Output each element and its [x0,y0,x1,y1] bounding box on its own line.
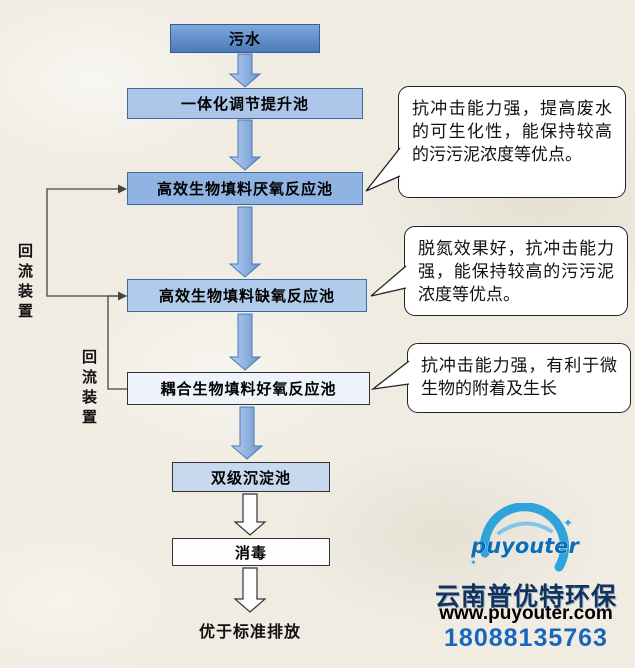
reflux-arrowheads [118,184,127,301]
node-disinfection: 消毒 [172,538,330,566]
callout-anaerobic-note: 抗冲击能力强，提高废水的可生化性，能保持较高的污污泥浓度等优点。 [398,86,626,198]
down-arrow-icon [228,313,262,371]
down-arrow-outline-icon [233,493,267,536]
callout-tail [370,360,410,390]
reflux-line [46,188,127,297]
callout-tail [370,265,407,297]
node-wastewater: 污水 [170,24,320,53]
reflux-label: 回流装置 [16,243,33,323]
callout-tail [365,147,401,192]
sparkle-icon: ✦ [470,558,477,567]
reflux-label: 回流装置 [80,349,97,429]
callout-anoxic-note: 脱氮效果好，抗冲击能力强，能保持较高的污污泥浓度等优点。 [404,226,628,316]
sparkle-icon: ✦ [563,516,573,530]
website-url: www.puyouter.com [439,603,613,624]
logo-wordmark: puyouter [470,534,580,558]
right-arrowhead-icon [118,291,127,301]
node-anoxic-tank: 高效生物填料缺氧反应池 [127,279,367,312]
reflux-line [107,295,127,390]
right-arrowhead-icon [118,184,127,194]
node-outflow-label: 优于标准排放 [198,624,301,641]
callout-aerobic-note: 抗冲击能力强，有利于微生物的附着及生长 [407,343,631,413]
down-arrow-outline-icon [233,567,267,613]
node-aerobic-tank: 耦合生物填料好氧反应池 [127,372,370,405]
node-anaerobic-tank: 高效生物填料厌氧反应池 [127,172,363,205]
node-settling-tank: 双级沉淀池 [172,462,330,492]
down-arrow-icon [230,406,264,460]
logo-swoosh-icon [480,503,569,572]
logo-inner-swoosh-icon [497,521,553,535]
down-arrow-icon [228,206,262,278]
down-arrow-icon [228,53,262,88]
company-name: 云南普优特环保 [434,583,617,611]
puyouter-logo: puyouter ✦ ✦ [470,503,581,572]
down-arrow-icon [228,119,262,171]
phone-number: 18088135763 [444,624,608,652]
node-regulating-tank: 一体化调节提升池 [127,88,363,119]
